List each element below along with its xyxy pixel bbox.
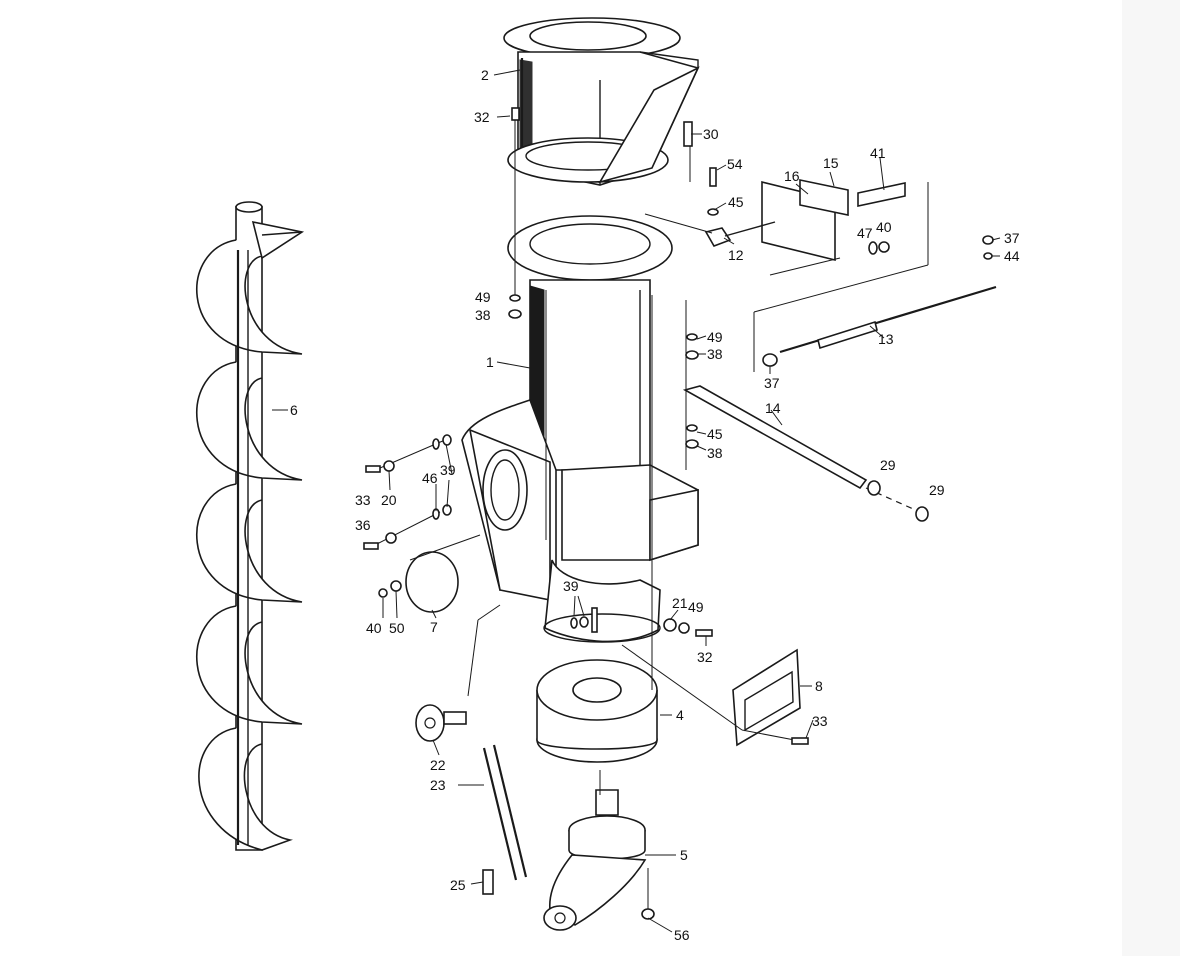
pin-part-25: [482, 869, 494, 895]
label-16: 16: [784, 168, 800, 184]
label-29a: 29: [880, 457, 896, 473]
plate-part-8: [732, 648, 801, 747]
label-2: 2: [481, 67, 489, 83]
label-23: 23: [430, 777, 446, 793]
auger-part-6: [196, 201, 305, 851]
label-14: 14: [765, 400, 781, 416]
label-36: 36: [355, 517, 371, 533]
label-44: 44: [1004, 248, 1020, 264]
label-39b: 39: [563, 578, 579, 594]
label-8: 8: [815, 678, 823, 694]
label-32b: 32: [697, 649, 713, 665]
label-32a: 32: [474, 109, 490, 125]
label-4: 4: [676, 707, 684, 723]
label-49b: 49: [707, 329, 723, 345]
label-38c: 38: [707, 445, 723, 461]
label-49a: 49: [475, 289, 491, 305]
label-54: 54: [727, 156, 743, 172]
label-33a: 33: [355, 492, 371, 508]
label-20: 20: [381, 492, 397, 508]
page-margin: [1122, 0, 1180, 956]
label-38b: 38: [707, 346, 723, 362]
label-37a: 37: [1004, 230, 1020, 246]
label-leaders: [272, 69, 1001, 933]
label-6: 6: [290, 402, 298, 418]
label-56: 56: [674, 927, 690, 943]
label-29b: 29: [929, 482, 945, 498]
rod-part-13: [779, 285, 997, 354]
label-22: 22: [430, 757, 446, 773]
label-49c: 49: [688, 599, 704, 615]
label-47: 47: [857, 225, 873, 241]
label-41: 41: [870, 145, 886, 161]
label-1: 1: [486, 354, 494, 370]
label-25: 25: [450, 877, 466, 893]
bracket-part-16: [761, 179, 849, 262]
chain-part-23: [482, 744, 528, 881]
label-13: 13: [878, 331, 894, 347]
label-7: 7: [430, 619, 438, 635]
label-37b: 37: [764, 375, 780, 391]
tube-part-1: [461, 215, 699, 643]
rod-part-14: [682, 385, 868, 490]
label-39a: 39: [440, 462, 456, 478]
label-33b: 33: [812, 713, 828, 729]
label-5: 5: [680, 847, 688, 863]
cover-part-7: [405, 551, 459, 613]
label-40b: 40: [366, 620, 382, 636]
label-46: 46: [422, 470, 438, 486]
callout-labels: 1 2 4 5 6 7 8 12 13 14 15 16 20 21 22 23…: [290, 67, 1020, 943]
gearbox-part-5: [543, 789, 647, 931]
label-50: 50: [389, 620, 405, 636]
label-21: 21: [672, 595, 688, 611]
sprocket-part-22: [415, 704, 467, 742]
label-30: 30: [703, 126, 719, 142]
label-12: 12: [728, 247, 744, 263]
label-45b: 45: [707, 426, 723, 442]
turnbuckle-part-41: [857, 182, 906, 207]
hopper-part-2: [503, 17, 700, 186]
label-15: 15: [823, 155, 839, 171]
label-45a: 45: [728, 194, 744, 210]
ring-part-4: [536, 659, 658, 763]
label-40a: 40: [876, 219, 892, 235]
label-38a: 38: [475, 307, 491, 323]
